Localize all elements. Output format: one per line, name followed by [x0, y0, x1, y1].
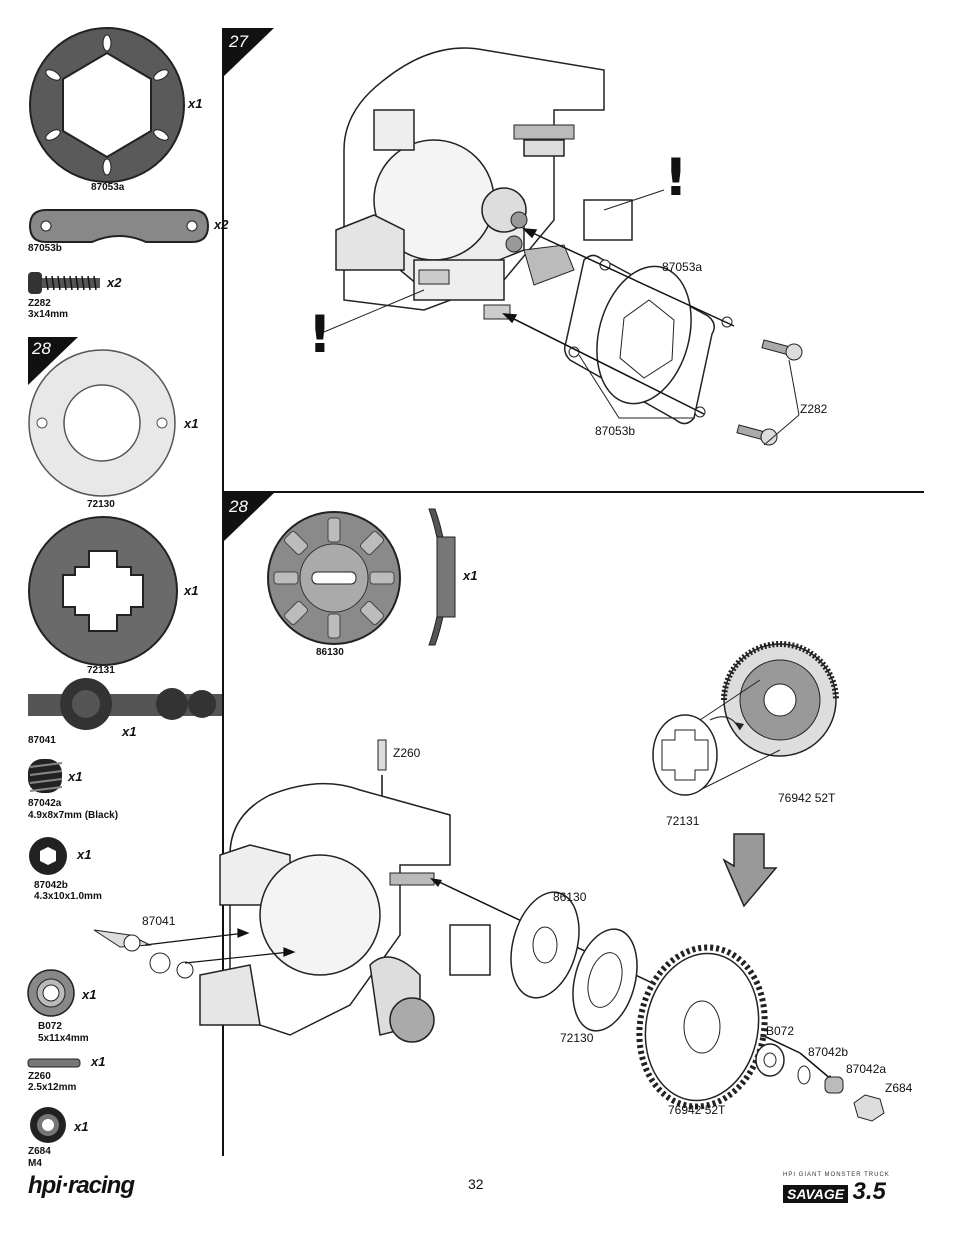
sidebar-step28-number: 28 [32, 339, 51, 358]
step27-number: 27 [229, 32, 248, 51]
step28-diagram [93, 739, 885, 1122]
gearbox-housing-28 [199, 782, 491, 1043]
screw-z282-icon [28, 272, 100, 294]
page-number: 32 [468, 1176, 484, 1192]
part-87042a: 87042a [28, 798, 62, 809]
leader-lines-27 [323, 189, 800, 446]
bearing-b072-icon [27, 969, 75, 1017]
callout-87053b: 87053b [595, 424, 636, 438]
callout-z684: Z684 [885, 1081, 913, 1095]
part-86130: 86130 [316, 647, 344, 658]
gearbox-housing-27 [335, 47, 633, 311]
part-b072: B072 [38, 1021, 62, 1032]
callout-gear-sub: 76942 52T [778, 791, 836, 805]
nut-z684-icon [30, 1107, 66, 1143]
qty-87053a: x1 [188, 96, 203, 111]
sidebar-step28-badge [28, 337, 78, 385]
callout-72130: 72130 [560, 1031, 594, 1045]
qty-87042a: x1 [68, 769, 83, 784]
cam-87041-part [93, 929, 194, 979]
callout-87041: 87041 [142, 914, 176, 928]
slipper-subassembly-diagram [652, 641, 839, 796]
step-divider [222, 491, 924, 493]
callout-87042a: 87042a [846, 1062, 887, 1076]
spring-87042a-icon [28, 759, 63, 793]
callout-86130: 86130 [553, 890, 587, 904]
shaft-icon [513, 124, 575, 140]
callout-87053a: 87053a [662, 260, 703, 274]
savage-logo-version: 3.5 [852, 1178, 886, 1205]
qty-z260: x1 [91, 1054, 106, 1069]
step27-badge [224, 28, 274, 76]
savage-logo-tagline: HPI GIANT MONSTER TRUCK [783, 1172, 890, 1178]
spec-z260: 2.5x12mm [28, 1082, 77, 1093]
nut-z684-part [853, 1094, 885, 1122]
cam-87041-icon [28, 678, 222, 730]
part-87053a: 87053a [91, 182, 125, 193]
part-87053b: 87053b [28, 243, 62, 254]
qty-87053b: x2 [214, 217, 229, 232]
qty-87041: x1 [122, 724, 137, 739]
spur-gear-76942-part [636, 944, 768, 1110]
savage-logo-name: SAVAGE [783, 1185, 849, 1203]
part-z684: Z684 [28, 1146, 51, 1157]
pin-z260-icon [27, 1058, 81, 1068]
spec-b072: 5x11x4mm [38, 1033, 89, 1044]
qty-72131: x1 [184, 583, 199, 598]
qty-72130: x1 [184, 416, 199, 431]
part-z282: Z282 [28, 298, 51, 309]
part-72131: 72131 [87, 665, 115, 676]
plate-86130-front-icon [267, 511, 401, 645]
down-arrow-icon [722, 833, 778, 908]
qty-b072: x1 [82, 987, 97, 1002]
callout-b072: B072 [766, 1024, 795, 1038]
part-z260: Z260 [28, 1071, 51, 1082]
washer-87042b-part [797, 1065, 811, 1085]
sidebar-divider [222, 28, 224, 1156]
callout-72131: 72131 [666, 814, 700, 828]
warning-mark-left: ! [308, 305, 332, 365]
pad-72131-icon [28, 516, 178, 666]
spec-z684: M4 [28, 1158, 42, 1169]
screws-z282-part [736, 339, 803, 446]
washer-87042b-icon [29, 837, 67, 875]
spring-87042a-part [824, 1076, 844, 1094]
part-87041: 87041 [28, 735, 56, 746]
plate-86130-side-icon [428, 508, 456, 646]
part-72130: 72130 [87, 499, 115, 510]
callout-z282: Z282 [800, 402, 828, 416]
savage-logo: HPI GIANT MONSTER TRUCK SAVAGE 3.5 [783, 1172, 924, 1206]
warning-mark-top: ! [664, 148, 688, 208]
step28-number: 28 [229, 497, 248, 516]
plate-87053b-icon [28, 209, 210, 243]
assembly-arrows-27 [502, 228, 735, 415]
spec-87042b: 4.3x10x1.0mm [34, 891, 102, 902]
step27-diagram [323, 47, 803, 446]
part-87042b: 87042b [34, 880, 68, 891]
pad-72130-icon [28, 349, 176, 497]
spec-z282: 3x14mm [28, 309, 69, 320]
qty-z684: x1 [74, 1119, 89, 1134]
qty-87042b: x1 [77, 847, 92, 862]
hpi-racing-logo: hpi·racing [28, 1172, 135, 1199]
step28-badge [224, 493, 274, 541]
callout-z260: Z260 [393, 746, 421, 760]
callout-gear: 76942 52T [668, 1103, 726, 1117]
spec-87042a: 4.9x8x7mm (Black) [28, 810, 119, 821]
callout-87042b: 87042b [808, 1045, 849, 1059]
qty-86130: x1 [463, 568, 478, 583]
gasket-87053a-icon [29, 27, 185, 183]
qty-z282: x2 [107, 275, 122, 290]
